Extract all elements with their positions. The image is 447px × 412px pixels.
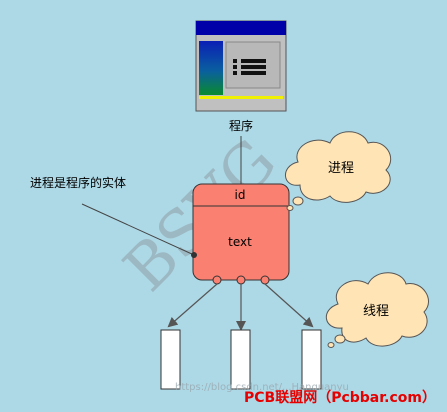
process-box-body: text [228, 235, 252, 249]
program-window-icon [195, 20, 287, 112]
thread-cloud [326, 272, 429, 348]
footer-faded-text: https://blog.csdn.net/...Hanquanyu [175, 382, 349, 393]
thread-boxes [160, 329, 322, 390]
thread-arrows [167, 283, 314, 331]
annotation-label: 进程是程序的实体 [30, 175, 126, 190]
footer-brand-text: PCB联盟网（Pcbbar.com） [244, 390, 436, 406]
program-label: 程序 [229, 118, 253, 133]
process-ports [212, 275, 270, 285]
process-cloud-label: 进程 [328, 161, 354, 176]
process-cloud [285, 131, 392, 211]
thread-cloud-label: 线程 [363, 304, 389, 319]
annotation-pointer-line [81, 203, 195, 256]
process-box-header: id [235, 188, 246, 202]
